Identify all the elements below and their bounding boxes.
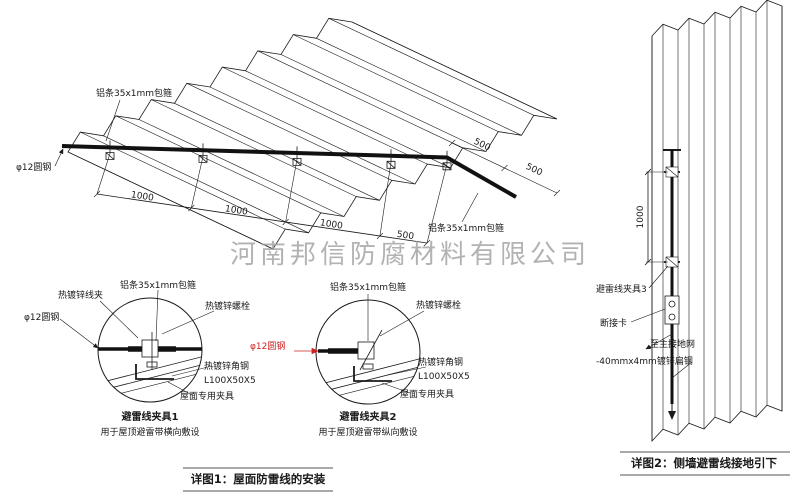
roof-isometric-view: 1000 1000 1000 500 500 500 铝条35x1mm包箍 φ1… [16, 17, 561, 250]
roof-wire-clamps [105, 140, 452, 171]
roof-dim-line [96, 193, 428, 244]
leader-d1-clip [99, 300, 139, 339]
label-alum-strip-d1: 铝条35x1mm包箍 [120, 279, 196, 291]
label-angle-spec-d1: L100X50X5 [204, 376, 256, 386]
detail2-internals [316, 329, 420, 403]
label-alum-strip-d2: 铝条35x1mm包箍 [330, 281, 406, 293]
label-to-ground: 至主接地网 [650, 338, 695, 350]
label-roof-clamp-d2: 屋面专用夹具 [400, 388, 454, 400]
dim-500-right-2: 500 [524, 162, 544, 179]
label-galv-angle-d1: 热镀锌角钢 [204, 360, 249, 372]
label-galv-bolt-d2: 热镀锌螺栓 [416, 299, 461, 311]
label-roof-clamp-d1: 屋面专用夹具 [180, 390, 234, 402]
label-galv-clip-d1: 热镀锌线夹 [58, 289, 103, 301]
dim-500-bottom: 500 [396, 230, 415, 242]
caption-1: 详图1：屋面防雷线的安装 [183, 467, 333, 492]
label-clamp3: 避雷线夹具3 [596, 283, 647, 295]
detail1-title: 避雷线夹具1 [121, 410, 179, 423]
leader-disconnect [630, 308, 666, 323]
detail-view-2: 铝条35x1mm包箍 热镀锌螺栓 φ12圆钢 热镀锌角钢 L100X50X5 屋… [250, 281, 470, 438]
leader-d1-bolt [161, 310, 215, 335]
label-alum-strip-top: 铝条35x1mm包箍 [96, 87, 172, 99]
leader-d1-angle [171, 365, 213, 377]
dim-1000-2: 1000 [224, 204, 248, 217]
wall-corrugation-ridges [651, 0, 783, 441]
caption1-text: 详图1：屋面防雷线的安装 [191, 472, 326, 486]
caption-2: 详图2：侧墙避雷线接地引下 [620, 451, 790, 476]
label-alum-strip-right: 铝条35x1mm包箍 [428, 222, 504, 234]
label-flat-steel: -40mmx4mm镀锌扁钢 [596, 355, 693, 367]
wall-dim-extensions [646, 171, 668, 263]
wall-view: 1000 避雷线夹具3 断接卡 至主接地网 -40mmx4mm镀锌扁钢 [596, 0, 783, 443]
leader-round-steel [54, 148, 64, 167]
roof-corrugation-ridges [67, 18, 558, 250]
detail2-subtitle: 用于屋顶避雷带纵向敷设 [318, 426, 417, 438]
roof-sheet-outline [67, 17, 558, 250]
label-disconnect: 断接卡 [600, 317, 627, 329]
label-round-steel-d2: φ12圆钢 [250, 340, 285, 352]
detail1-internals [98, 332, 202, 401]
leader-d1-clamp [167, 381, 193, 396]
leader-clamp3 [648, 265, 669, 289]
watermark-text: 河南邦信防腐材料有限公司 [230, 240, 590, 270]
detail-view-1: 热镀锌线夹 铝条35x1mm包箍 热镀锌螺栓 φ12圆钢 热镀锌角钢 L100X… [24, 279, 256, 438]
dim-1000-wall: 1000 [636, 205, 646, 228]
dim-1000-3: 1000 [319, 218, 343, 231]
label-galv-angle-d2: 热镀锌角钢 [418, 356, 463, 368]
leader-alum-right [461, 192, 479, 223]
detail2-title: 避雷线夹具2 [339, 410, 397, 423]
label-angle-spec-d2: L100X50X5 [418, 372, 470, 382]
leader-d1-roundsteel [59, 318, 99, 349]
detail1-subtitle: 用于屋顶避雷带横向敷设 [100, 426, 199, 438]
label-round-steel-d1: φ12圆钢 [24, 311, 59, 323]
leader-to-ground [645, 333, 673, 350]
leader-d2-clamp [381, 382, 411, 394]
caption2-text: 详图2：侧墙避雷线接地引下 [631, 456, 778, 470]
label-round-steel-roof: φ12圆钢 [16, 161, 51, 173]
leader-flat-steel [671, 361, 693, 379]
leader-d1-alum [155, 289, 159, 342]
leader-alum-top [105, 99, 121, 142]
wall-dim-ticks [644, 168, 652, 266]
leader-d2-bolt [379, 310, 425, 337]
dim-1000-1: 1000 [130, 190, 154, 203]
label-galv-bolt-d1: 热镀锌螺栓 [205, 300, 250, 312]
roof-dim-extensions [93, 153, 448, 247]
roof-dim-line-right [448, 139, 561, 197]
disconnect-link [664, 295, 680, 325]
leader-d2-angle [387, 366, 427, 376]
